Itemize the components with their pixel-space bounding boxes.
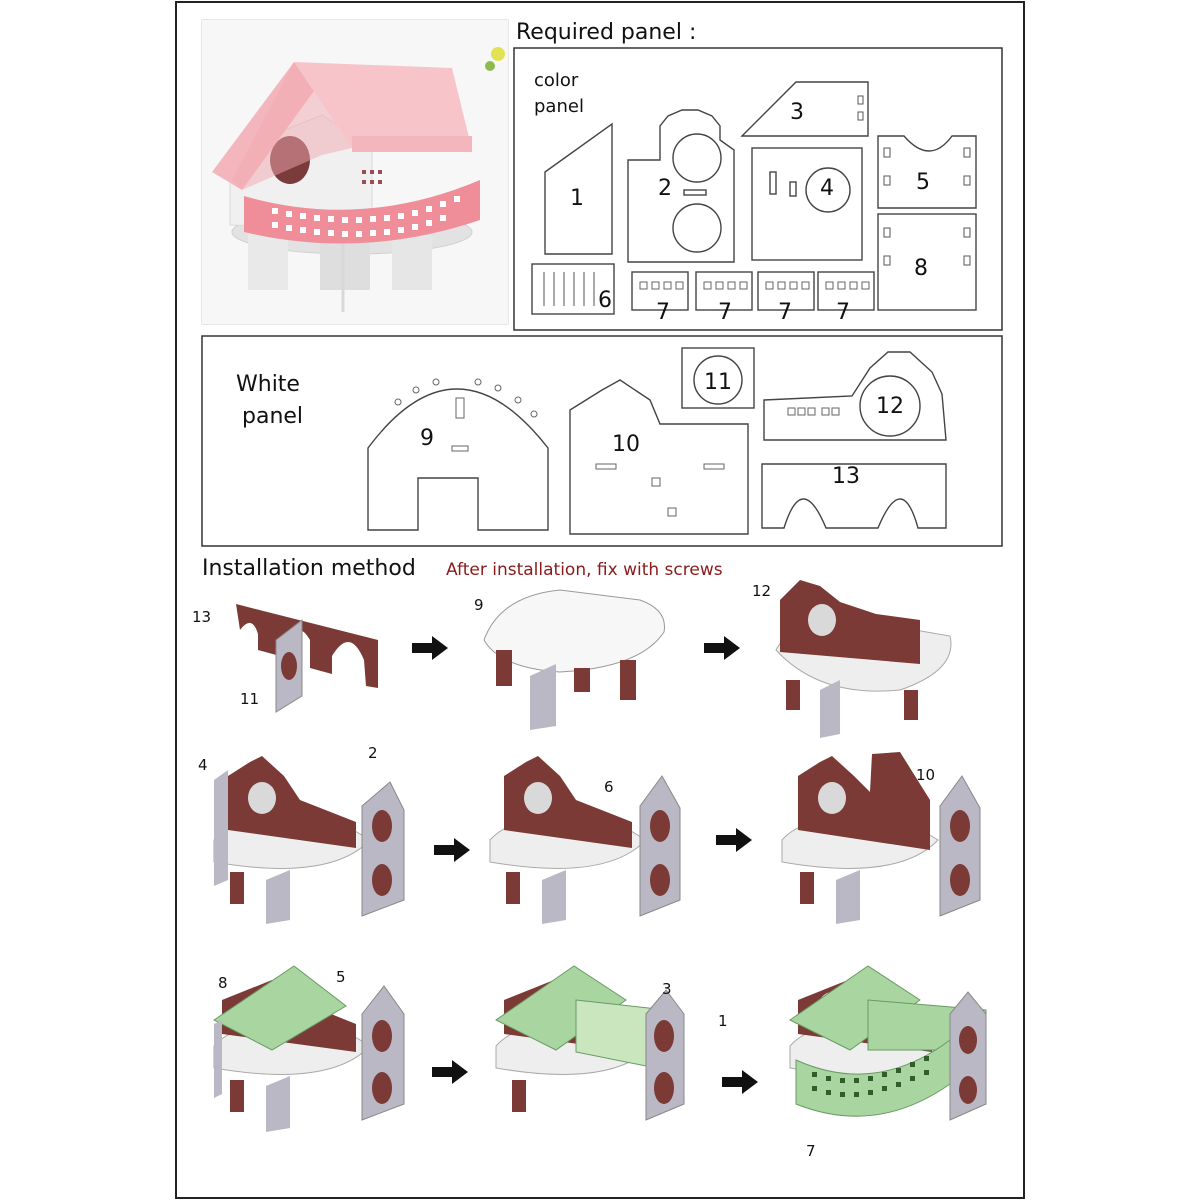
step-label-5: 5 — [336, 968, 346, 986]
product-photo — [202, 20, 508, 324]
step-label-2: 2 — [368, 744, 378, 762]
part-label-7b: 7 — [718, 300, 732, 325]
part-label-1: 1 — [570, 186, 584, 211]
color-panel-label-1: color — [534, 70, 579, 91]
part-label-8: 8 — [914, 256, 928, 281]
installation-title: Installation method — [202, 556, 416, 581]
color-panel-label-2: panel — [534, 96, 584, 117]
part-label-9: 9 — [420, 426, 434, 451]
step-label-7: 7 — [806, 1142, 816, 1160]
white-panel-label-2: panel — [242, 404, 304, 429]
part-label-7c: 7 — [778, 300, 792, 325]
step-label-3: 3 — [662, 980, 672, 998]
step-label-13: 13 — [192, 608, 212, 626]
part-label-11: 11 — [704, 370, 732, 395]
step-label-1: 1 — [718, 1012, 728, 1030]
part-label-6: 6 — [598, 288, 612, 313]
part-label-10: 10 — [612, 432, 640, 457]
installation-note: After installation, fix with screws — [446, 560, 723, 580]
part-label-13: 13 — [832, 464, 860, 489]
part-label-7a: 7 — [656, 300, 670, 325]
part-label-7d: 7 — [836, 300, 850, 325]
step-label-4: 4 — [198, 756, 208, 774]
part-label-4: 4 — [820, 176, 834, 201]
step-label-8: 8 — [218, 974, 228, 992]
step-label-10: 10 — [916, 766, 936, 784]
step-label-9: 9 — [474, 596, 484, 614]
step-label-11: 11 — [240, 690, 260, 708]
part-label-2: 2 — [658, 176, 672, 201]
required-panel-title: Required panel : — [516, 20, 697, 45]
part-label-3: 3 — [790, 100, 804, 125]
part-label-5: 5 — [916, 170, 930, 195]
white-panel-label-1: White — [236, 372, 300, 397]
step-label-6: 6 — [604, 778, 614, 796]
step-label-12: 12 — [752, 582, 772, 600]
part-label-12: 12 — [876, 394, 904, 419]
